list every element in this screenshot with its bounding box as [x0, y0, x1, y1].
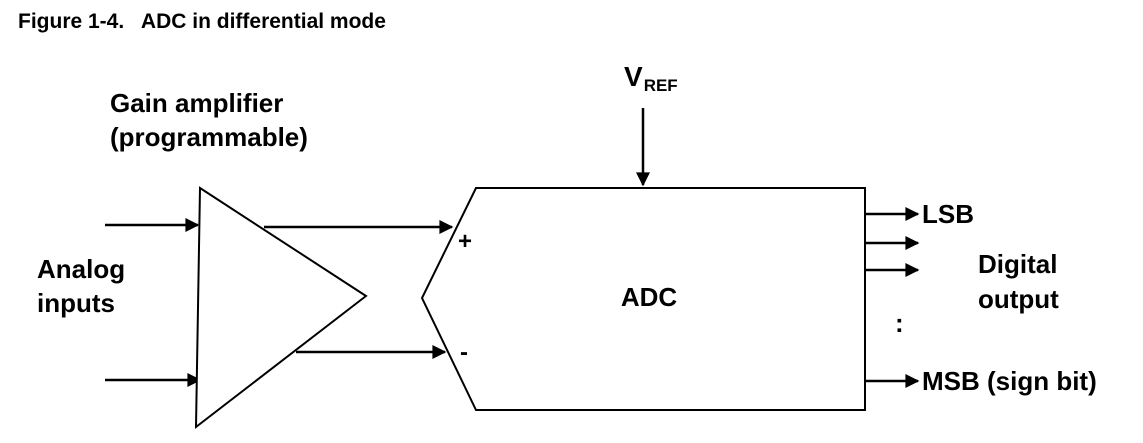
adc-minus-sign: - — [460, 339, 468, 366]
adc-label: ADC — [621, 282, 678, 312]
adc-plus-sign: + — [458, 228, 472, 255]
vref-label: VREF — [624, 61, 678, 95]
amplifier-label-line1: Gain amplifier — [110, 88, 283, 118]
gain-amplifier-triangle — [194, 186, 368, 430]
analog-inputs-label-line1: Analog — [37, 254, 125, 284]
digital-output-label-line2: output — [978, 284, 1059, 314]
vref-subscript: REF — [644, 76, 678, 95]
figure-caption: Figure 1-4. ADC in differential mode — [18, 10, 386, 33]
adc-block — [420, 187, 866, 411]
msb-label: MSB (sign bit) — [922, 366, 1097, 396]
digital-output-label-line1: Digital — [978, 249, 1057, 279]
analog-inputs-label-line2: inputs — [37, 288, 115, 318]
output-ellipsis: : — [895, 308, 904, 338]
lsb-label: LSB — [922, 199, 974, 229]
amplifier-label-line2: (programmable) — [110, 122, 308, 152]
vref-main: V — [624, 61, 643, 92]
